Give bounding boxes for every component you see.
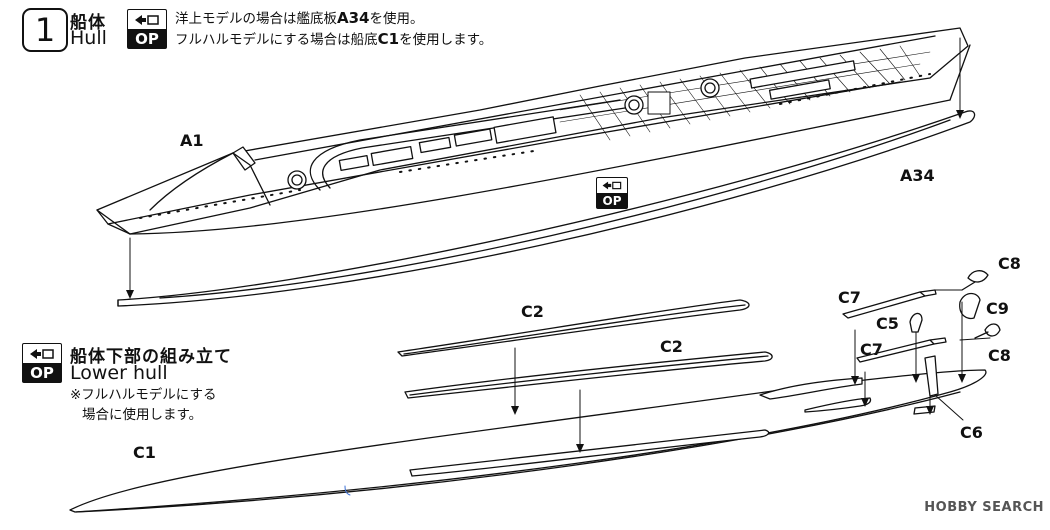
option-icon-label: OP <box>128 29 166 48</box>
note-line2-tail: を使用します。 <box>399 32 493 48</box>
note-line1-tail: を使用。 <box>369 11 424 27</box>
step-number-badge: 1 <box>22 8 68 52</box>
part-label-c6: C6 <box>960 423 983 442</box>
arrow-swap-icon <box>597 178 627 193</box>
part-label-c7-lower: C7 <box>860 340 883 359</box>
option-icon-a34-label: OP <box>597 193 627 208</box>
lower-hull-note: ※フルハルモデルにする 場合に使用します。 <box>70 385 216 425</box>
part-label-c8-upper: C8 <box>998 254 1021 273</box>
lower-note-line2: 場合に使用します。 <box>82 407 203 423</box>
part-label-c2-lower: C2 <box>660 337 683 356</box>
option-icon-a34: OP <box>596 177 628 209</box>
option-icon: OP <box>127 9 167 49</box>
option-icon-lower-label: OP <box>23 363 61 382</box>
part-label-a1: A1 <box>180 131 204 150</box>
keel-c2-lower-drawing <box>404 351 773 399</box>
shaft-c7-upper-drawing <box>842 289 937 319</box>
note-line1-text: 洋上モデルの場合は艦底板 <box>175 11 337 27</box>
shaft-c7-lower-drawing <box>856 337 947 363</box>
option-icon-lower: OP <box>22 343 62 383</box>
step-title-en: Hull <box>70 27 107 49</box>
lower-hull-c1-drawing <box>69 369 987 513</box>
note-line2-text: フルハルモデルにする場合は船底 <box>175 32 378 48</box>
keel-c2-upper-drawing <box>397 299 750 357</box>
arrow-swap-icon <box>128 10 166 29</box>
lower-note-line1: ※フルハルモデルにする <box>70 387 217 403</box>
part-label-c2-upper: C2 <box>521 302 544 321</box>
rudder-c9-drawing <box>959 292 981 320</box>
part-label-a34: A34 <box>900 166 935 185</box>
part-label-c7-upper: C7 <box>838 288 861 307</box>
propeller-c8-upper-drawing <box>961 270 989 291</box>
hull-a1-drawing <box>96 27 971 235</box>
note-line2-part: C1 <box>377 30 400 48</box>
arrow-swap-icon <box>23 344 61 363</box>
watermark-text: HOBBY SEARCH <box>924 500 1044 515</box>
note-line1-part: A34 <box>337 9 370 27</box>
part-label-c9: C9 <box>986 299 1009 318</box>
step-title-jp: 船体 <box>70 13 106 33</box>
part-label-c1: C1 <box>133 443 156 462</box>
bracket-c5-drawing <box>909 312 923 333</box>
step-note: 洋上モデルの場合は艦底板A34を使用。 フルハルモデルにする場合は船底C1を使用… <box>175 8 492 50</box>
lower-hull-title-en: Lower hull <box>70 362 168 384</box>
part-label-c5: C5 <box>876 314 899 333</box>
propeller-c8-lower-drawing <box>974 323 1001 339</box>
bottom-plate-a34-drawing <box>117 110 976 307</box>
lower-hull-title-jp: 船体下部の組み立て <box>70 347 232 367</box>
part-label-c8-lower: C8 <box>988 346 1011 365</box>
